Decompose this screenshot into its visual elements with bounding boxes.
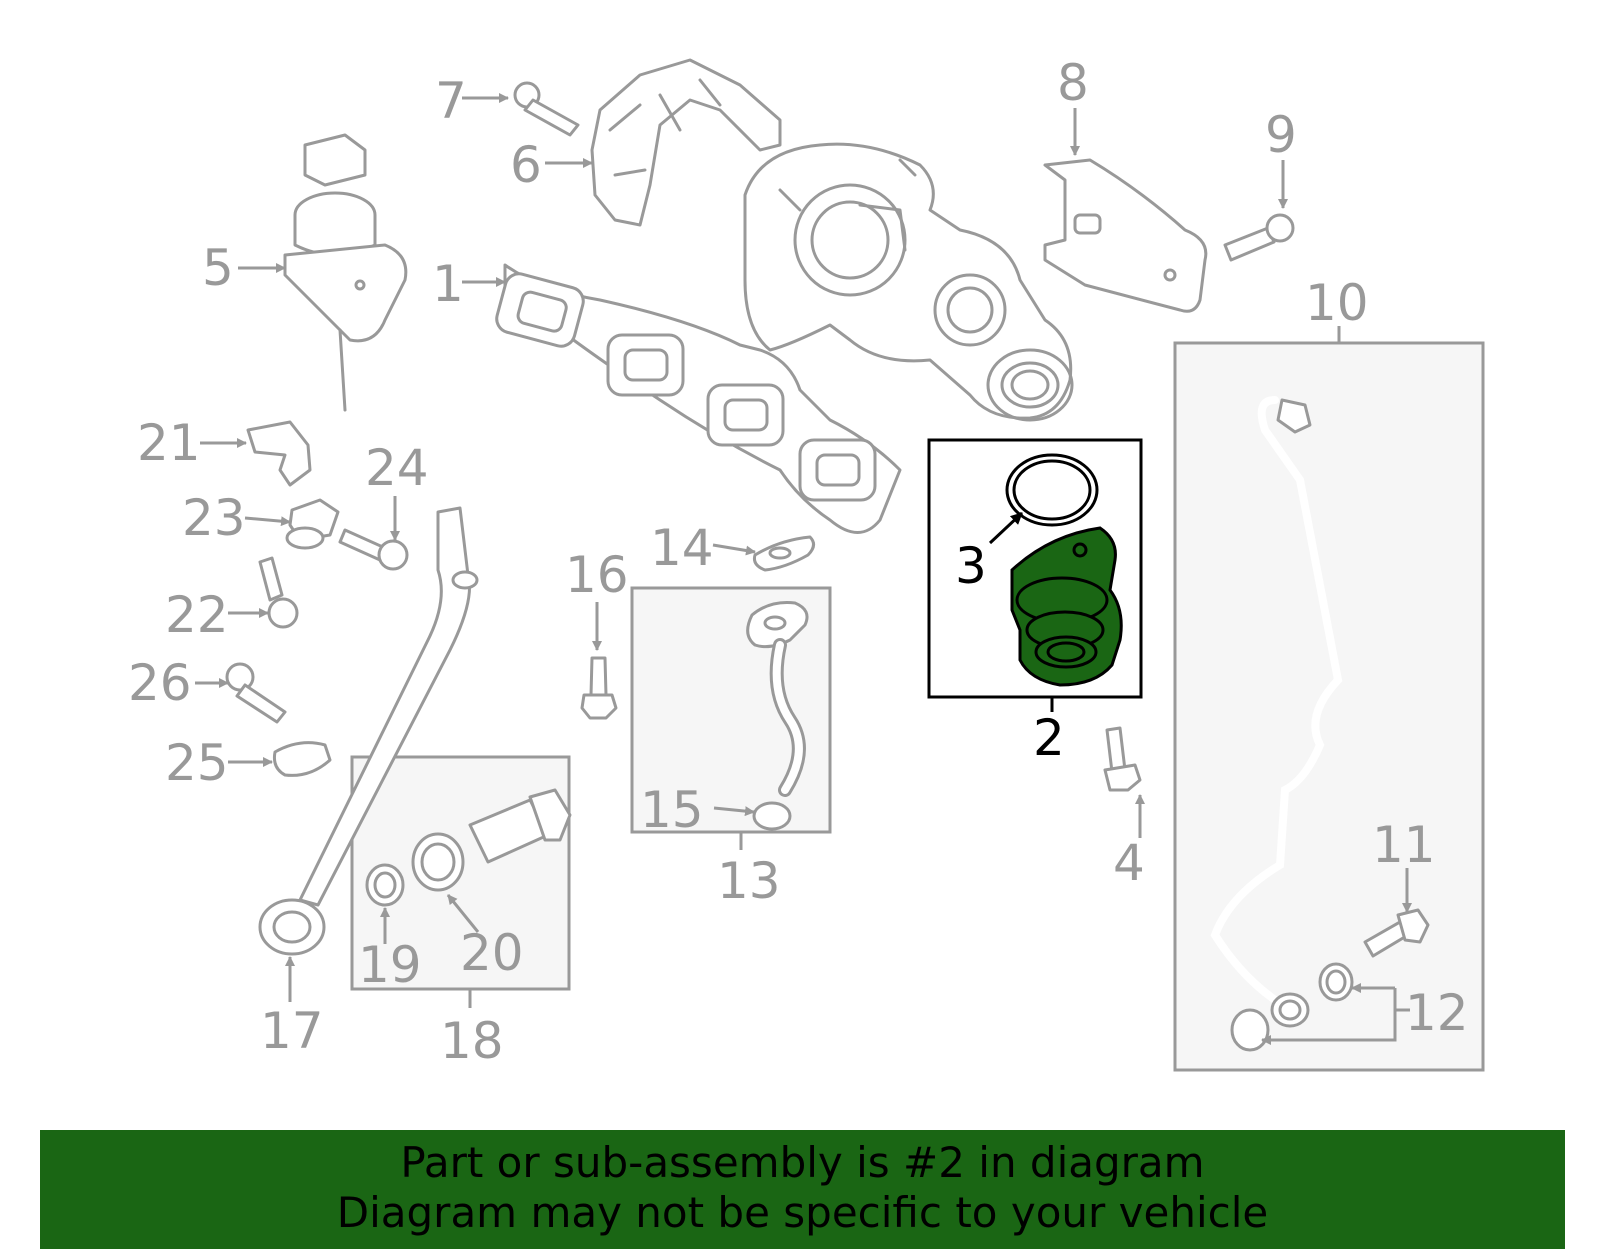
callout-9: 9 [1265,106,1297,164]
turbocharger [743,142,1074,422]
info-banner: Part or sub-assembly is #2 in diagram Di… [40,1130,1565,1249]
callout-13: 13 [717,852,781,910]
callout-2: 2 [1033,709,1065,767]
bolt-11 [1363,908,1430,958]
bolt-24 [338,528,409,571]
callout-25: 25 [165,734,229,792]
callout-17: 17 [260,1002,324,1060]
wastegate-actuator [283,133,408,412]
bracket-8 [1043,158,1208,313]
oil-return-pipe [746,601,809,797]
clip-21 [246,420,312,487]
callout-5: 5 [202,239,234,297]
bolt-7 [513,81,580,137]
callout-16: 16 [565,546,629,604]
callout-15: 15 [640,781,704,839]
bolt-22 [258,556,299,629]
clip-25 [273,741,332,777]
support-rod [258,506,479,956]
group-box-10 [1173,341,1485,1072]
callout-6: 6 [510,136,542,194]
callout-8: 8 [1057,54,1089,112]
bolt-9 [1223,213,1295,262]
turbo-outlet-elbow [1010,526,1123,687]
parts-diagram: 1 2 3 4 5 6 7 8 9 10 11 12 13 14 15 16 1… [128,54,1485,1072]
callout-4: 4 [1113,834,1145,892]
bolt-4 [1103,726,1142,792]
bolt-26 [225,662,287,724]
heat-shield [590,58,782,227]
callout-1: 1 [432,255,464,313]
callout-10: 10 [1305,274,1369,332]
callout-24: 24 [365,439,429,497]
callout-14: 14 [650,519,714,577]
callout-12: 12 [1405,984,1469,1042]
callout-20: 20 [460,924,524,982]
oil-feed-pipe [1210,396,1343,1028]
banner-line-1: Part or sub-assembly is #2 in diagram [400,1138,1205,1187]
callout-26: 26 [128,654,192,712]
callout-19: 19 [358,936,422,994]
callout-21: 21 [137,414,201,472]
gasket-14 [753,535,815,572]
exhaust-manifold [495,263,902,534]
callout-23: 23 [182,489,246,547]
seal-15 [752,801,792,831]
banner-line-2: Diagram may not be specific to your vehi… [336,1188,1269,1237]
callout-22: 22 [165,586,229,644]
callout-7: 7 [435,72,467,130]
banjo-bolt-18 [365,788,572,907]
leader-lines [195,93,1412,1045]
clamp-23 [285,498,340,550]
stud-16 [580,656,618,720]
callout-11: 11 [1372,816,1436,874]
callout-18: 18 [440,1012,504,1070]
sealing-washers-12 [1230,962,1354,1052]
callout-3: 3 [955,537,987,595]
gasket-ring-3 [1005,453,1099,527]
